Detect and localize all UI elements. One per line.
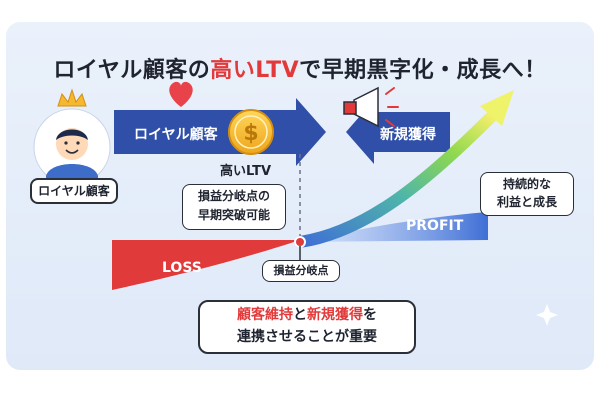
growth-arrowhead [480, 90, 514, 126]
loyal-arrow-label: ロイヤル顧客 [134, 127, 218, 143]
coin-icon: $ [228, 109, 274, 155]
key-message-box: 顧客維持と新規獲得を 連携させることが重要 [198, 300, 416, 354]
loyal-arrow [114, 98, 326, 166]
key-message-line1: 顧客維持と新規獲得を [200, 304, 414, 326]
early-line2: 早期突破可能 [197, 208, 270, 222]
loss-area [112, 240, 300, 290]
key-tail: を [363, 307, 377, 323]
heart-icon [169, 81, 193, 107]
megaphone-icon [343, 86, 399, 128]
svg-text:$: $ [243, 121, 258, 146]
diagram-card: ロイヤル顧客の高いLTVで早期黒字化・成長へ！ [6, 22, 594, 370]
diagram-graphics: $ [33, 81, 558, 326]
key-conj: と [293, 307, 307, 323]
customer-avatar [33, 108, 111, 186]
early-line1: 損益分岐点の [197, 189, 270, 203]
coin-label: 高いLTV [220, 164, 272, 179]
key-message-line2: 連携させることが重要 [237, 329, 377, 345]
page-title: ロイヤル顧客の高いLTVで早期黒字化・成長へ！ [6, 52, 594, 84]
customer-badge: ロイヤル顧客 [30, 178, 118, 204]
breakeven-point [294, 236, 306, 248]
key-word-retention: 顧客維持 [237, 307, 293, 323]
new-acquisition-label: 新規獲得 [380, 127, 436, 143]
loss-label: LOSS [162, 260, 202, 276]
title-pre: ロイヤル顧客の [53, 58, 211, 83]
title-post: で早期黒字化・成長へ！ [299, 58, 547, 83]
growth-line1: 持続的な [502, 177, 551, 191]
growth-callout: 持続的な 利益と成長 [480, 172, 574, 216]
title-highlight: 高いLTV [210, 58, 300, 83]
profit-label: PROFIT [406, 218, 464, 234]
growth-line2: 利益と成長 [496, 195, 557, 209]
early-breakthrough-callout: 損益分岐点の 早期突破可能 [182, 184, 286, 230]
breakeven-label: 損益分岐点 [262, 260, 340, 282]
growth-curve [294, 110, 498, 248]
key-word-acquisition: 新規獲得 [307, 307, 363, 323]
crown-icon [57, 88, 87, 107]
sparkle-icon [536, 304, 558, 326]
